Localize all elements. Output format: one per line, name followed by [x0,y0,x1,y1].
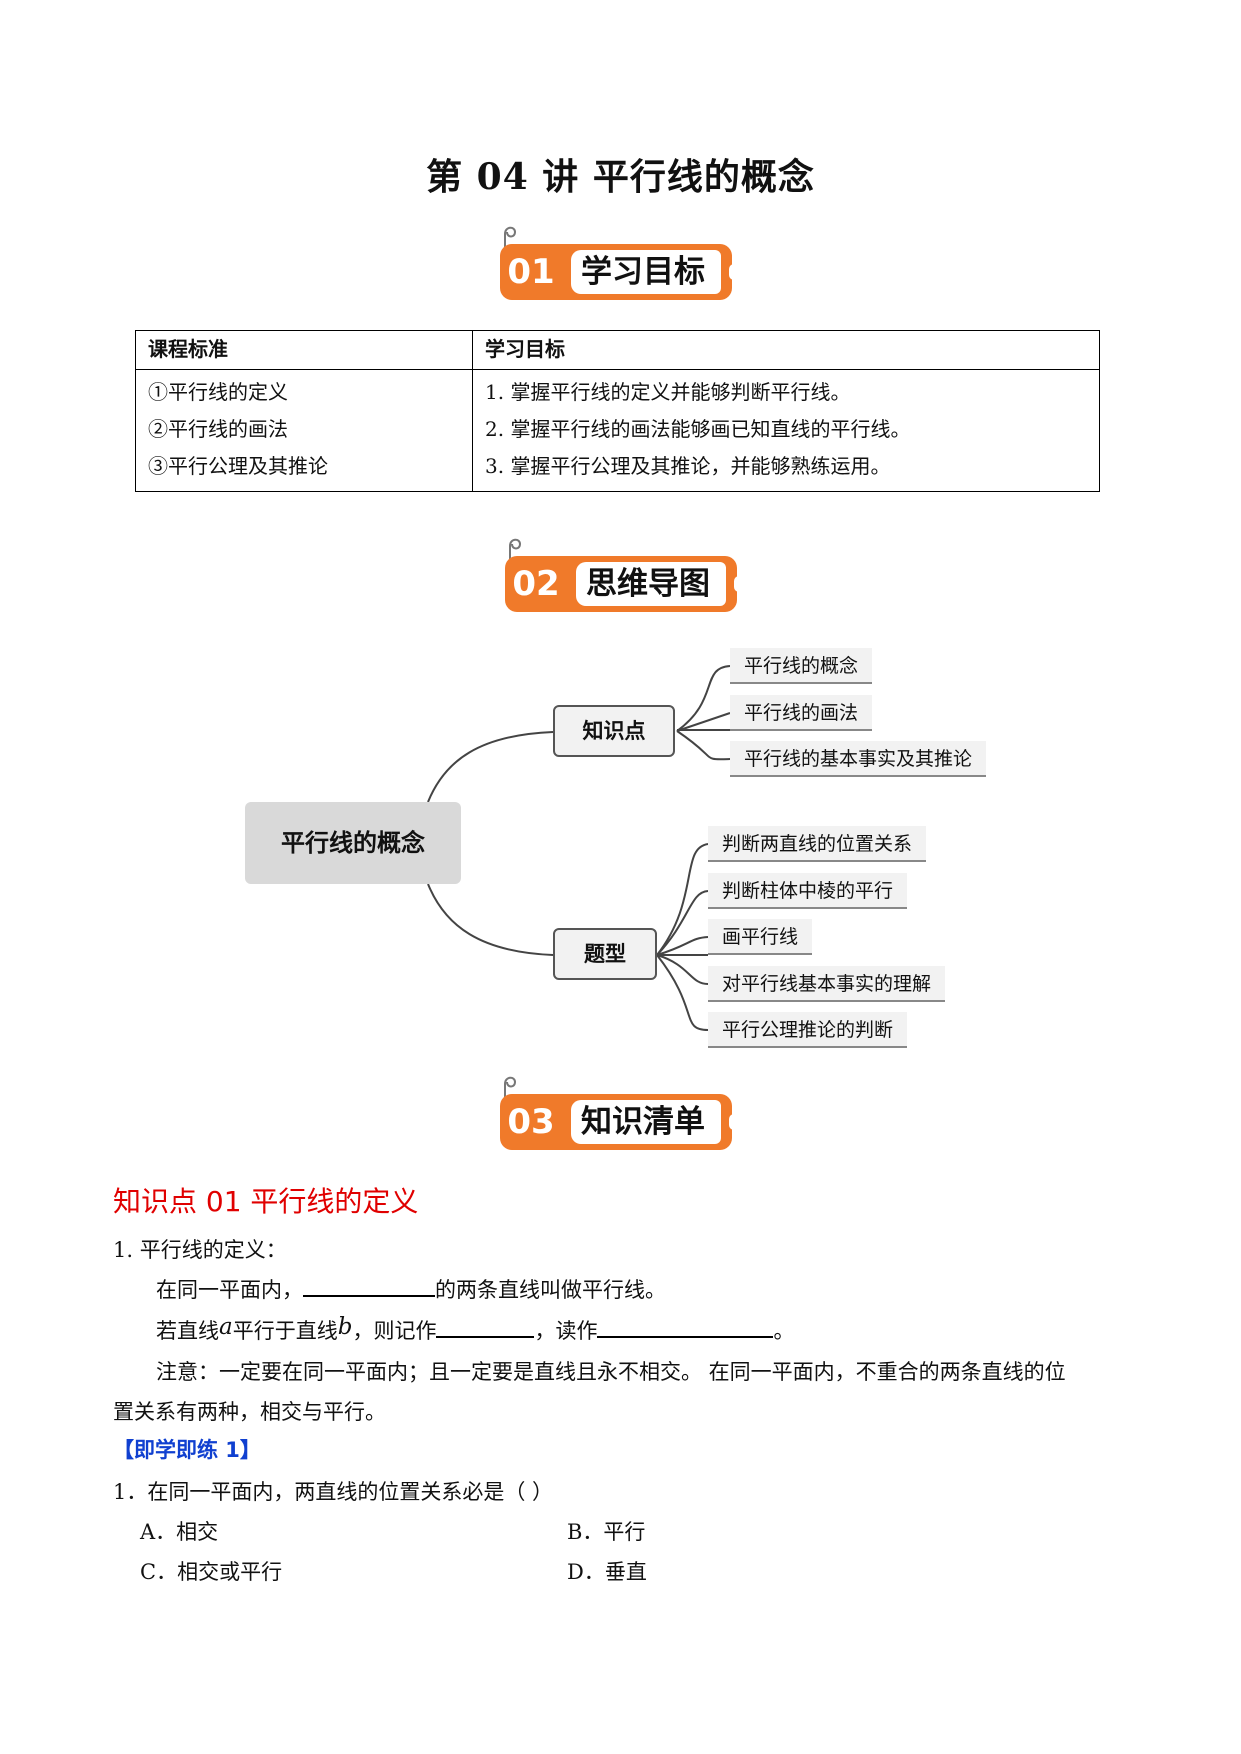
notation-blank[interactable] [436,1318,535,1338]
variable-b: b [337,1314,353,1340]
notation-text: ，则记作 [352,1319,437,1343]
notation-line: 若直线a平行于直线b，则记作 ，读作 。 [156,1314,795,1345]
mindmap-leaf: 画平行线 [708,919,813,955]
definition-line: 在同一平面内， 的两条直线叫做平行线。 [156,1274,666,1304]
knowledge-point-heading: 知识点 01 平行线的定义 [113,1185,419,1218]
mindmap-branch-knowledge: 知识点 [553,705,675,757]
mindmap-leaf: 对平行线基本事实的理解 [708,966,946,1002]
section-label: 知识清单 [571,1100,721,1144]
section-label: 学习目标 [571,250,721,294]
page-title: 第 04 讲 平行线的概念 [426,156,815,198]
objective-item: 3. 掌握平行公理及其推论，并能够熟练运用。 [485,454,891,478]
section-number: 03 [500,1094,562,1150]
mindmap-leaf: 平行线的基本事实及其推论 [730,741,987,777]
objectives-cell: 1. 掌握平行线的定义并能够判断平行线。 2. 掌握平行线的画法能够画已知直线的… [472,369,1100,492]
section-banner-02: 02 思维导图 [500,534,760,612]
mindmap-leaf: 平行线的概念 [730,648,873,684]
mindmap-leaf: 平行公理推论的判断 [708,1012,908,1048]
clip-icon [509,538,522,564]
exercise-label: 【即学即练 1】 [113,1438,261,1462]
notation-text: 。 [773,1319,795,1343]
definition-label: 1. 平行线的定义： [113,1238,287,1262]
note-line-2: 置关系有两种，相交与平行。 [113,1400,386,1424]
notation-text: ，读作 [534,1319,598,1343]
variable-a: a [219,1314,233,1340]
notation-text: 平行于直线 [232,1319,338,1343]
option-a[interactable]: A．相交 [140,1520,219,1544]
mindmap-root: 平行线的概念 [245,802,461,884]
table-header-objective: 学习目标 [472,330,1100,370]
standard-item: ①平行线的定义 [148,380,288,404]
section-label: 思维导图 [576,562,726,606]
section-number: 01 [500,244,562,300]
definition-blank[interactable] [303,1277,435,1297]
standard-item: ③平行公理及其推论 [148,454,328,478]
mindmap-leaf: 判断两直线的位置关系 [708,826,927,862]
notation-text: 若直线 [156,1319,219,1343]
option-b[interactable]: B．平行 [567,1520,646,1544]
objective-item: 2. 掌握平行线的画法能够画已知直线的平行线。 [485,417,911,441]
section-number: 02 [505,556,567,612]
mindmap-connectors [427,665,731,1031]
standards-cell: ①平行线的定义 ②平行线的画法 ③平行公理及其推论 [135,369,473,492]
mindmap-leaf: 平行线的画法 [730,695,873,731]
note-line-1: 注意：一定要在同一平面内；且一定要是直线且永不相交。 在同一平面内，不重合的两条… [156,1360,1066,1384]
option-c[interactable]: C．相交或平行 [140,1560,283,1584]
definition-suffix: 的两条直线叫做平行线。 [435,1278,666,1302]
standard-item: ②平行线的画法 [148,417,288,441]
definition-prefix: 在同一平面内， [156,1278,303,1302]
option-d[interactable]: D．垂直 [567,1560,647,1584]
exercise-question: 1．在同一平面内，两直线的位置关系必是（ ） [113,1480,554,1504]
learning-goals-table: 课程标准 学习目标 ①平行线的定义 ②平行线的画法 ③平行公理及其推论 1. 掌… [135,330,1100,492]
clip-icon [504,226,517,252]
objective-item: 1. 掌握平行线的定义并能够判断平行线。 [485,380,851,404]
clip-icon [504,1076,517,1102]
mindmap-branch-types: 题型 [553,928,657,980]
mindmap-leaf: 判断柱体中棱的平行 [708,873,908,909]
section-banner-03: 03 知识清单 [495,1072,755,1150]
section-banner-01: 01 学习目标 [495,222,755,300]
reading-blank[interactable] [597,1318,774,1338]
